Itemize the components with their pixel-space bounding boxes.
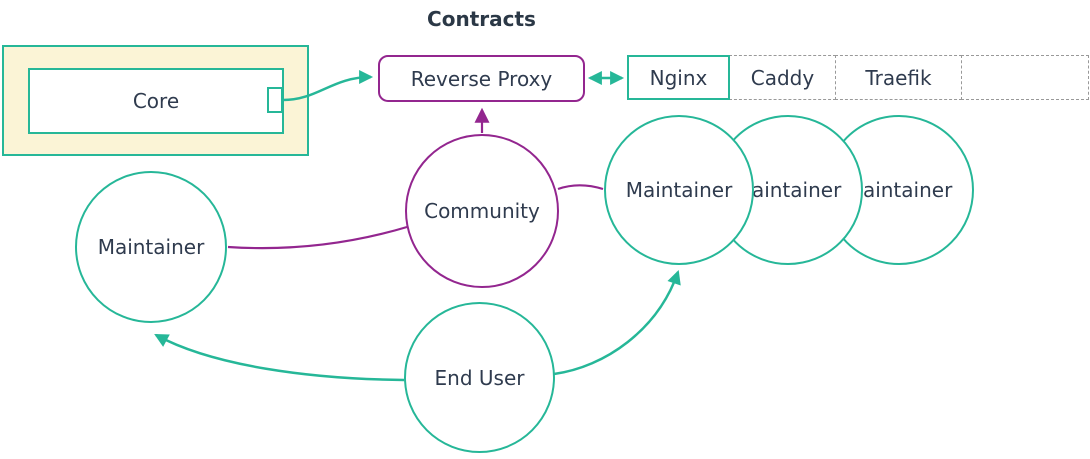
node-community: Community xyxy=(405,134,559,288)
node-community-label: Community xyxy=(424,199,540,223)
core-port xyxy=(267,87,283,113)
node-reverse-proxy-label: Reverse Proxy xyxy=(410,66,553,91)
node-end-user: End User xyxy=(404,302,555,453)
proxy-cell-traefik: Traefik xyxy=(835,55,962,100)
edge-end-user-to-maintainer-left xyxy=(154,333,405,382)
diagram-title: Contracts xyxy=(427,7,536,31)
node-reverse-proxy: Reverse Proxy xyxy=(378,55,585,102)
node-maintainer-left: Maintainer xyxy=(75,171,227,323)
proxy-cell-empty xyxy=(961,55,1089,100)
edge-community-to-maintainer-right xyxy=(557,184,604,191)
node-end-user-label: End User xyxy=(434,365,525,390)
node-maintainer-right-1-label: Maintainer xyxy=(625,178,733,202)
proxy-cell-caddy-label: Caddy xyxy=(750,65,815,90)
edge-end-user-to-maintainer-right xyxy=(553,270,681,376)
edge-community-to-maintainer-left xyxy=(227,225,408,250)
node-core-label: Core xyxy=(132,89,180,113)
proxy-cell-caddy: Caddy xyxy=(729,55,836,100)
proxy-cell-nginx-label: Nginx xyxy=(649,65,708,90)
node-core: Core xyxy=(28,68,284,134)
node-maintainer-right-3-label: Maintainer xyxy=(845,178,953,202)
proxy-cell-traefik-label: Traefik xyxy=(865,65,932,90)
node-maintainer-left-label: Maintainer xyxy=(97,235,205,259)
proxy-cell-nginx: Nginx xyxy=(627,55,730,100)
node-maintainer-right-1: Maintainer xyxy=(604,115,754,265)
